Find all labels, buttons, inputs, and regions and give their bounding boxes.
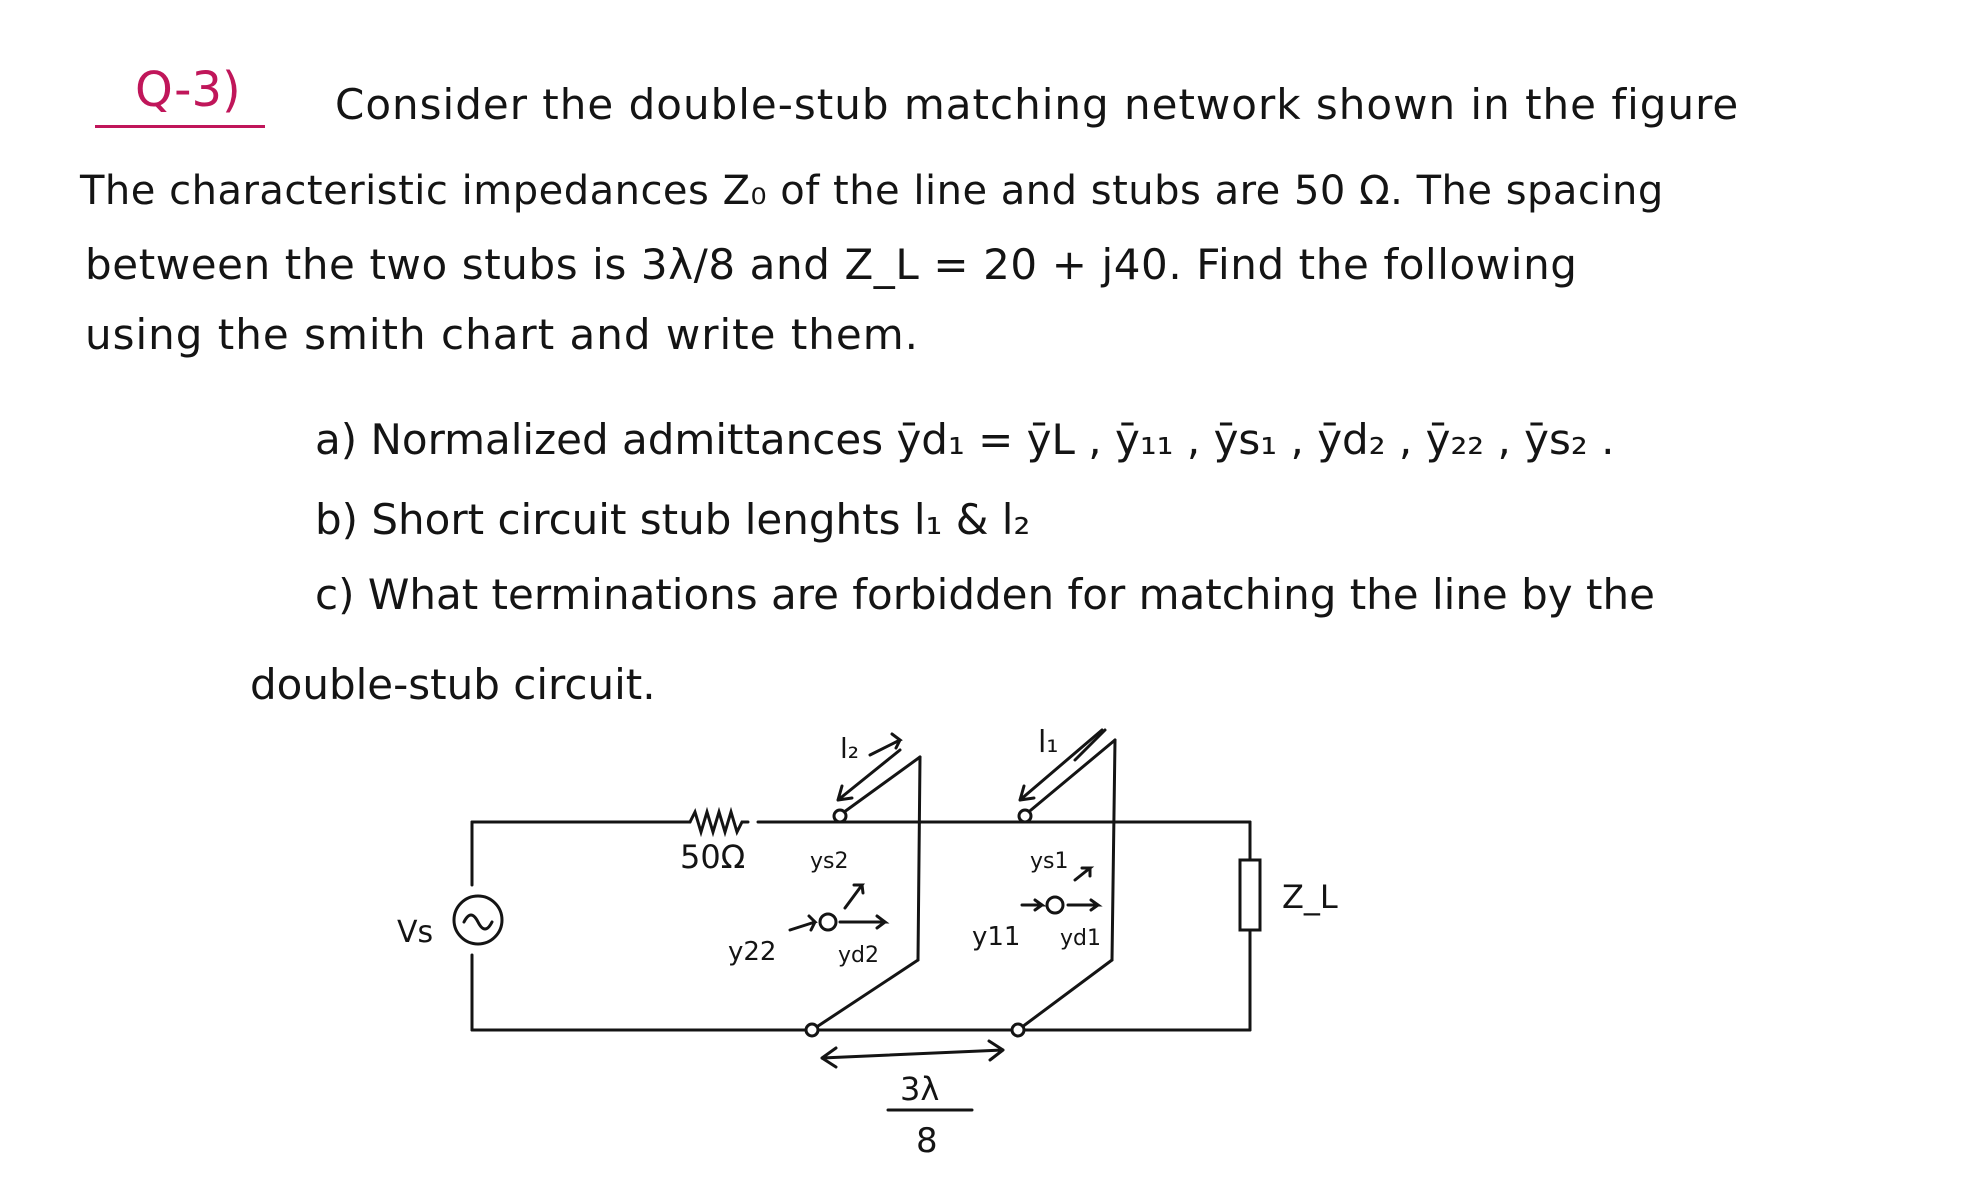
question-underline	[95, 125, 265, 128]
l1-arrow	[1018, 728, 1104, 802]
yd1-label: yd1	[1060, 926, 1101, 951]
ys2-label: ys2	[810, 849, 848, 874]
l2-arrow	[836, 748, 902, 802]
y22-label: y22	[728, 937, 776, 967]
question-label: Q-3)	[135, 62, 241, 118]
stub1-bottom-node	[1010, 1022, 1026, 1038]
resistor-zigzag	[688, 806, 750, 838]
ys2-arrow	[843, 883, 865, 910]
y22-arrow	[788, 914, 818, 932]
yd1-arrow	[1066, 898, 1103, 912]
question-line-1: Consider the double-stub matching networ…	[335, 80, 1740, 129]
y11-label: y11	[972, 922, 1020, 952]
load-box	[1238, 858, 1262, 932]
spacing-arrow	[820, 1039, 1005, 1069]
yd2-label: yd2	[838, 943, 879, 968]
stub2-top-node	[832, 808, 848, 824]
ys1-arrow	[1073, 866, 1095, 882]
item-c-continued: double-stub circuit.	[250, 660, 656, 709]
load-label: Z_L	[1282, 878, 1338, 916]
y11-node	[1045, 895, 1065, 915]
stub2-bottom-diagonal	[810, 958, 920, 1032]
source-label: Vs	[397, 915, 433, 950]
stub2-vertical	[916, 755, 922, 962]
l1-label-arrow	[1073, 728, 1107, 762]
source-circle	[452, 894, 504, 946]
stub1-vertical	[1110, 738, 1117, 962]
stub1-bottom-diagonal	[1016, 958, 1114, 1032]
stub2-length-label: l₂	[840, 732, 859, 765]
resistor-label: 50Ω	[680, 838, 745, 876]
stub1-length-label: l₁	[1038, 725, 1058, 760]
item-c: c) What terminations are forbidden for m…	[315, 570, 1655, 619]
question-line-2: The characteristic impedances Z₀ of the …	[80, 168, 1664, 214]
item-b: b) Short circuit stub lenghts l₁ & l₂	[315, 495, 1031, 544]
ys1-label: ys1	[1030, 849, 1068, 874]
question-line-3: between the two stubs is 3λ/8 and Z_L = …	[85, 240, 1578, 289]
spacing-denominator: 8	[916, 1121, 938, 1161]
spacing-numerator: 3λ	[900, 1070, 939, 1108]
stub1-top-node	[1017, 808, 1033, 824]
stub1-diagonal	[1023, 738, 1117, 817]
y22-node	[818, 912, 838, 932]
yd2-arrow	[838, 914, 890, 930]
source-sine	[462, 913, 494, 931]
y11-arrow	[1020, 898, 1047, 912]
item-a: a) Normalized admittances ȳd₁ = ȳL , ȳ₁₁…	[315, 415, 1615, 464]
stub2-bottom-node	[804, 1022, 820, 1038]
question-line-4: using the smith chart and write them.	[85, 310, 920, 359]
stub2-diagonal	[838, 755, 922, 817]
l2-label-arrow	[868, 732, 903, 757]
